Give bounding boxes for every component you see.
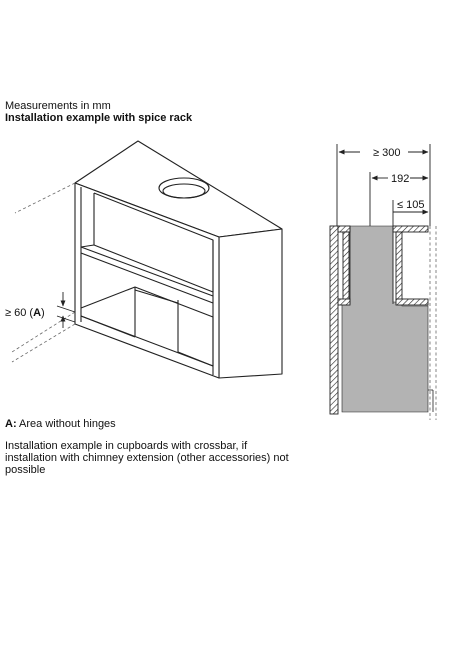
dimension-60-label: ≥ 60 (A) [5, 307, 45, 319]
dimension-60 [56, 292, 76, 328]
figure-title: Installation example with spice rack [5, 112, 193, 124]
installation-note: Installation example in cupboards with c… [5, 440, 289, 476]
spice-rack-shelf [80, 246, 214, 304]
upper-opening [93, 192, 214, 293]
notes: A: Area without hinges Installation exam… [5, 418, 295, 486]
cabinet-drawing [74, 140, 283, 379]
dashed-guides-left [11, 182, 76, 363]
lower-opening [80, 286, 214, 367]
legend-key: A: [5, 418, 17, 430]
dimension-300-label: ≥ 300 [373, 147, 400, 159]
dimension-192 [369, 172, 429, 226]
cabinet-front [74, 182, 220, 379]
cabinet-side [218, 228, 283, 379]
dimension-300 [336, 144, 431, 226]
cabinet-section-hatched [329, 225, 429, 415]
dimension-105-label: ≤ 105 [397, 199, 424, 211]
dimension-105 [392, 200, 429, 226]
units-note: Measurements in mm [5, 100, 111, 112]
header: Measurements in mm Installation example … [5, 100, 192, 124]
dimension-192-label: 192 [391, 173, 409, 185]
duct-channel [349, 226, 394, 304]
legend-text: Area without hinges [16, 418, 116, 430]
legend-a: A: Area without hinges [5, 418, 295, 430]
hood-silhouette [341, 225, 429, 413]
